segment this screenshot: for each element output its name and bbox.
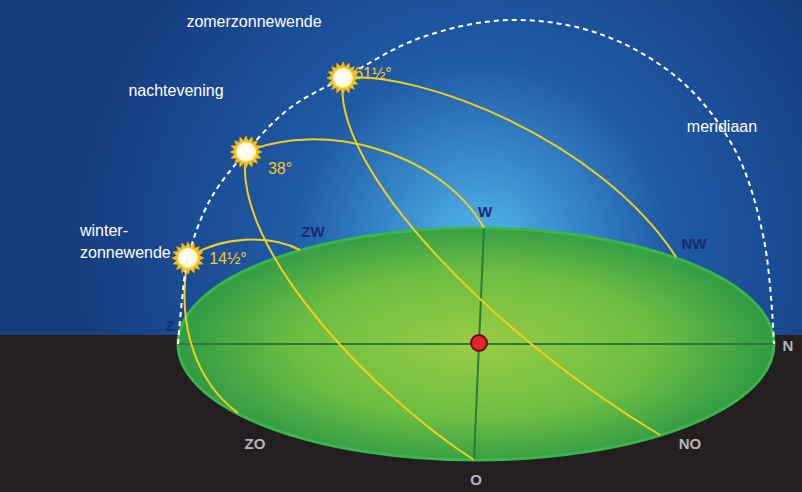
equinox-path-west (246, 139, 484, 228)
compass-point: NW (682, 235, 707, 253)
altitude-label: 14½° (209, 249, 247, 268)
compass-point: N (783, 337, 794, 355)
summer-path-west (343, 77, 676, 257)
sun-rays (230, 136, 262, 168)
meridian-line (178, 20, 774, 344)
sun-icon (230, 136, 262, 168)
compass-point: ZO (245, 435, 266, 453)
compass-point: ZW (301, 223, 324, 241)
compass-point: NO (679, 435, 702, 453)
compass-point: W (478, 203, 492, 221)
sun-rays (327, 62, 359, 94)
summer-path-east (342, 78, 660, 435)
altitude-label: 38° (268, 159, 292, 178)
sun-paths (185, 77, 676, 460)
solstice-label: zomerzonnewende (186, 12, 321, 31)
compass-point: Z (165, 317, 174, 335)
altitude-label: 61½° (354, 64, 392, 83)
horizon-plane (178, 228, 774, 460)
meridian-label: meridiaan (687, 117, 757, 136)
sun-disc (236, 142, 256, 162)
meridian-arc (178, 20, 774, 344)
sun-icon (172, 242, 204, 274)
sun-disc (178, 248, 198, 268)
sun-icon (327, 62, 359, 94)
equinox-label: nachtevening (128, 81, 223, 100)
sun-rays (172, 242, 204, 274)
observer-dot (471, 335, 487, 351)
sun-disc (333, 68, 353, 88)
equinox-path-east (245, 152, 474, 460)
winter-path-east (185, 258, 238, 413)
compass-point: O (470, 471, 482, 489)
solstice-label: winter- zonnewende (80, 220, 176, 264)
